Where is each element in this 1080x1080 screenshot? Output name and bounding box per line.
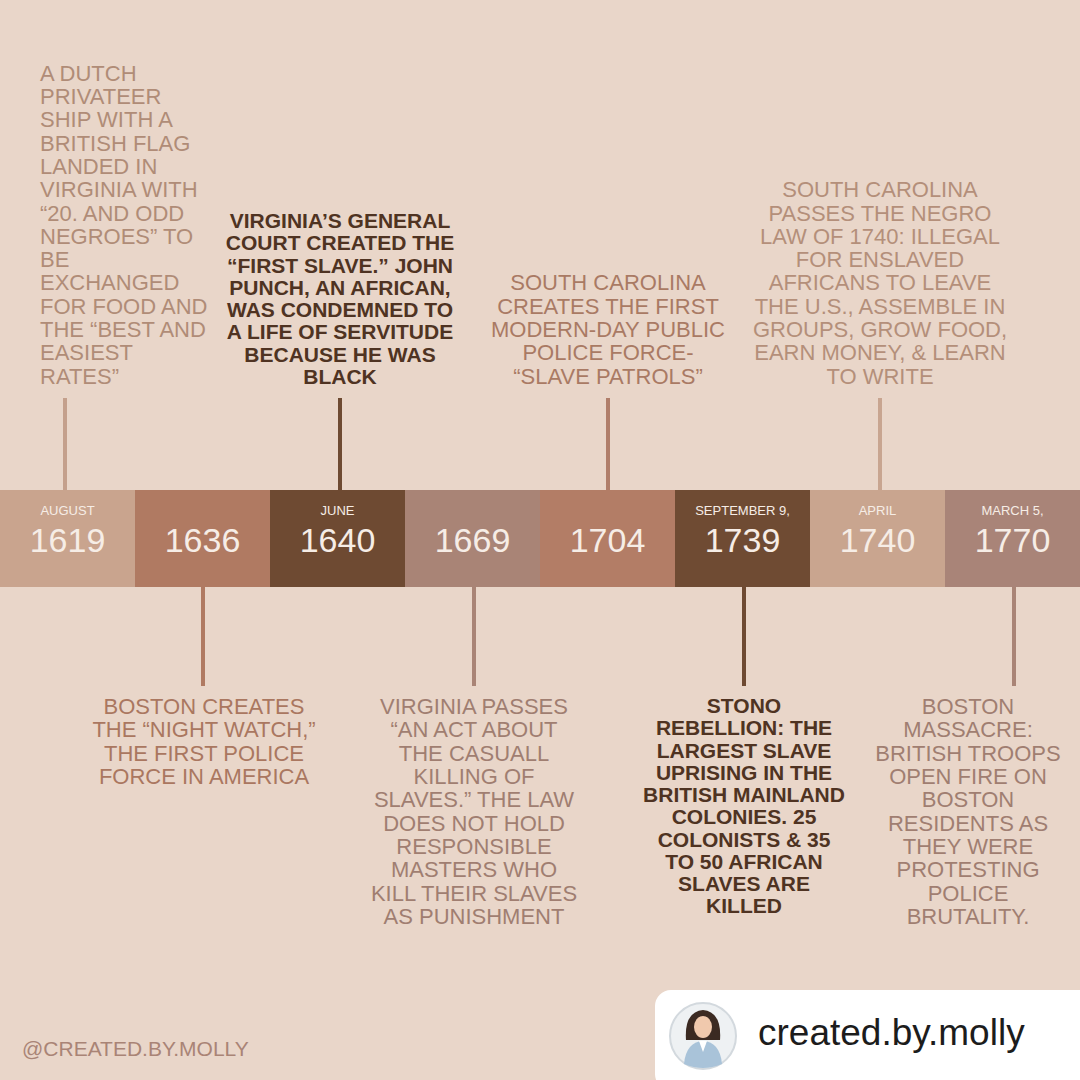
date-label: APRIL bbox=[810, 503, 945, 519]
leader-line bbox=[742, 587, 746, 686]
account-handle: created.by.molly bbox=[758, 1013, 1076, 1052]
event-annotation: VIRGINIA’S GENERAL COURT CREATED THE “FI… bbox=[222, 210, 458, 388]
date-label: SEPTEMBER 9, bbox=[675, 503, 810, 519]
year-label: 1739 bbox=[675, 520, 810, 560]
event-annotation: VIRGINIA PASSES “AN ACT ABOUT THE CASUAL… bbox=[370, 695, 578, 928]
event-annotation: A DUTCH PRIVATEER SHIP WITH A BRITISH FL… bbox=[40, 62, 212, 388]
timeline-segment: 1704 bbox=[540, 490, 675, 587]
avatar-icon bbox=[670, 1003, 736, 1069]
timeline-segment: 1669 bbox=[405, 490, 540, 587]
year-label: 1770 bbox=[945, 520, 1080, 560]
badge-background bbox=[655, 990, 1080, 1080]
date-label: JUNE bbox=[270, 503, 405, 519]
event-annotation: BOSTON MASSACRE: BRITISH TROOPS OPEN FIR… bbox=[866, 695, 1070, 928]
year-label: 1669 bbox=[405, 520, 540, 560]
timeline-segment: SEPTEMBER 9,1739 bbox=[675, 490, 810, 587]
year-label: 1740 bbox=[810, 520, 945, 560]
year-label: 1636 bbox=[135, 520, 270, 560]
leader-line bbox=[606, 398, 610, 490]
event-annotation: STONO REBELLION: THE LARGEST SLAVE UPRIS… bbox=[642, 695, 846, 918]
year-label: 1640 bbox=[270, 520, 405, 560]
timeline-segment: JUNE1640 bbox=[270, 490, 405, 587]
leader-line bbox=[63, 398, 67, 490]
timeline-segment: APRIL1740 bbox=[810, 490, 945, 587]
timeline-segment: AUGUST1619 bbox=[0, 490, 135, 587]
leader-line bbox=[878, 398, 882, 490]
watermark: @CREATED.BY.MOLLY bbox=[22, 1038, 342, 1060]
event-annotation: SOUTH CAROLINA PASSES THE NEGRO LAW OF 1… bbox=[752, 178, 1008, 388]
timeline-segment: MARCH 5,1770 bbox=[945, 490, 1080, 587]
leader-line bbox=[201, 587, 205, 686]
leader-line bbox=[472, 587, 476, 686]
date-label: AUGUST bbox=[0, 503, 135, 519]
leader-lines bbox=[65, 398, 1014, 686]
date-label: MARCH 5, bbox=[945, 503, 1080, 519]
event-annotation: BOSTON CREATES THE “NIGHT WATCH,” THE FI… bbox=[86, 695, 322, 788]
event-annotation: SOUTH CAROLINA CREATES THE FIRST MODERN-… bbox=[488, 271, 728, 388]
leader-line bbox=[1012, 587, 1016, 686]
year-label: 1619 bbox=[0, 520, 135, 560]
year-label: 1704 bbox=[540, 520, 675, 560]
timeline-segment: 1636 bbox=[135, 490, 270, 587]
leader-line bbox=[338, 398, 342, 490]
